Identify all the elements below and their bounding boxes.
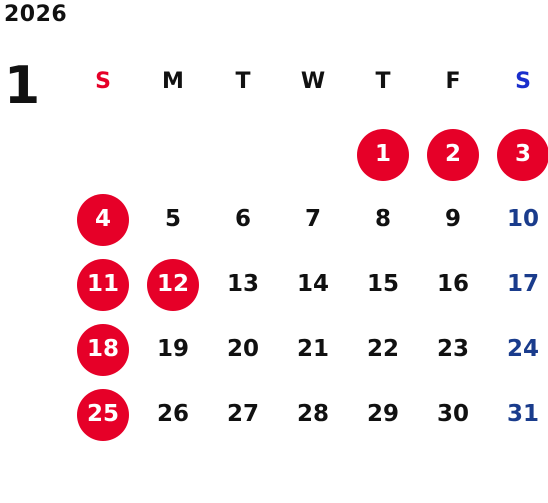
calendar-day[interactable]: 16	[436, 271, 469, 297]
holiday-day[interactable]: 25	[77, 388, 129, 441]
calendar-day[interactable]: 22	[366, 336, 399, 362]
calendar-day[interactable]: 7	[304, 206, 321, 232]
calendar-cell	[208, 122, 278, 187]
calendar-day[interactable]: 15	[366, 271, 399, 297]
calendar-day[interactable]: 6	[234, 206, 251, 232]
calendar-day[interactable]: 28	[296, 401, 329, 427]
calendar-day[interactable]: 21	[296, 336, 329, 362]
calendar-day[interactable]: 30	[436, 401, 469, 427]
calendar-cell: 29	[348, 382, 418, 447]
calendar-cell: 12	[138, 252, 208, 317]
saturday-day[interactable]: 17	[506, 271, 539, 297]
calendar-cell: 14	[278, 252, 348, 317]
calendar-cell: 20	[208, 317, 278, 382]
calendar-cell: 15	[348, 252, 418, 317]
calendar-cell: 16	[418, 252, 488, 317]
calendar-day[interactable]: 27	[226, 401, 259, 427]
calendar-day[interactable]: 5	[164, 206, 181, 232]
saturday-day[interactable]: 24	[506, 336, 539, 362]
calendar-cell: 7	[278, 187, 348, 252]
calendar-cell: 23	[418, 317, 488, 382]
weekday-header-sunday: S	[95, 69, 111, 94]
calendar-cell: 21	[278, 317, 348, 382]
calendar-cell: 9	[418, 187, 488, 252]
calendar-cell: 13	[208, 252, 278, 317]
calendar-cell: 6	[208, 187, 278, 252]
calendar-month: 1	[4, 56, 41, 116]
calendar-cell: 2	[418, 122, 488, 187]
holiday-day[interactable]: 11	[77, 258, 129, 311]
calendar-cell: 3	[488, 122, 548, 187]
calendar-cell: 27	[208, 382, 278, 447]
calendar-cell: 11	[68, 252, 138, 317]
calendar-day[interactable]: 26	[156, 401, 189, 427]
calendar-cell	[68, 122, 138, 187]
calendar-cell: 1	[348, 122, 418, 187]
holiday-day[interactable]: 12	[147, 258, 199, 311]
calendar-day[interactable]: 14	[296, 271, 329, 297]
calendar-cell: 24	[488, 317, 548, 382]
calendar-cell: 8	[348, 187, 418, 252]
weekday-header-weekday: F	[445, 69, 461, 94]
calendar-cell: 26	[138, 382, 208, 447]
calendar-cell: 19	[138, 317, 208, 382]
calendar-cell: 4	[68, 187, 138, 252]
calendar-cell: 30	[418, 382, 488, 447]
calendar-cell: 10	[488, 187, 548, 252]
calendar-day[interactable]: 20	[226, 336, 259, 362]
weekday-header-weekday: M	[162, 69, 184, 94]
calendar-day[interactable]: 19	[156, 336, 189, 362]
calendar-cell: 5	[138, 187, 208, 252]
calendar-cell: 28	[278, 382, 348, 447]
calendar-cell: 31	[488, 382, 548, 447]
holiday-day[interactable]: 2	[427, 128, 479, 181]
saturday-day[interactable]: 10	[506, 206, 539, 232]
calendar-day[interactable]: 8	[374, 206, 391, 232]
holiday-day[interactable]: 3	[497, 128, 548, 181]
calendar-cell	[138, 122, 208, 187]
calendar-cell: 25	[68, 382, 138, 447]
calendar-day[interactable]: 13	[226, 271, 259, 297]
calendar-year: 2026	[4, 2, 68, 27]
weekday-header-weekday: T	[375, 69, 391, 94]
calendar-cell: 18	[68, 317, 138, 382]
calendar-day[interactable]: 29	[366, 401, 399, 427]
calendar-cell: 22	[348, 317, 418, 382]
holiday-day[interactable]: 4	[77, 193, 129, 246]
holiday-day[interactable]: 18	[77, 323, 129, 376]
calendar-day[interactable]: 23	[436, 336, 469, 362]
calendar-cell	[278, 122, 348, 187]
weekday-header-weekday: T	[235, 69, 251, 94]
weekday-header-saturday: S	[515, 69, 531, 94]
calendar-day[interactable]: 9	[444, 206, 461, 232]
calendar-cell: 17	[488, 252, 548, 317]
weekday-header-weekday: W	[300, 69, 326, 94]
holiday-day[interactable]: 1	[357, 128, 409, 181]
saturday-day[interactable]: 31	[506, 401, 539, 427]
